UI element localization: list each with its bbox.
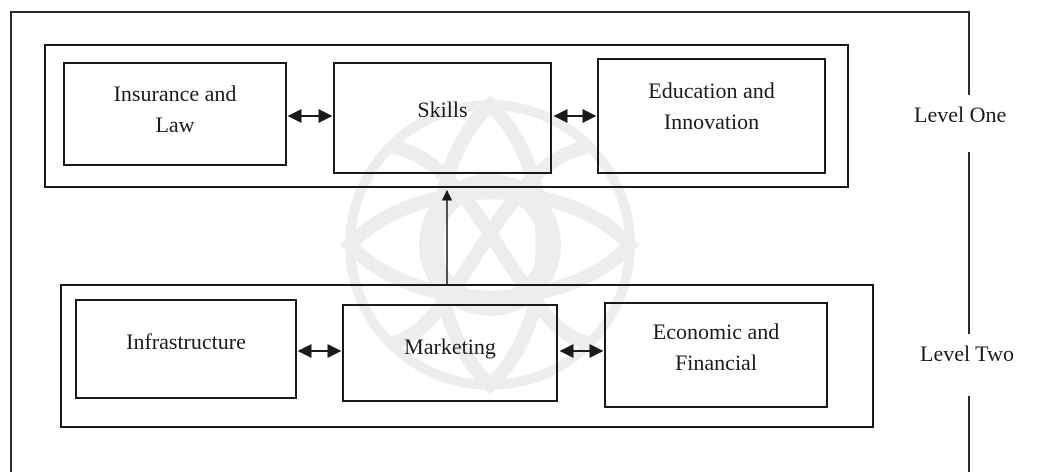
- frame-right-line: [968, 11, 970, 95]
- box-label-line: Marketing: [404, 334, 496, 359]
- level-two-label: Level Two: [920, 341, 1014, 366]
- box-label-line: Education and: [648, 78, 775, 103]
- level-two-group: [60, 284, 874, 428]
- infrastructure-box: Infrastructure: [75, 299, 297, 399]
- insurance-and-law-box: Insurance and Law: [63, 62, 287, 166]
- box-label-line: Infrastructure: [126, 329, 246, 354]
- skills-box: Skills: [333, 62, 552, 174]
- frame-right-line: [968, 396, 970, 472]
- frame-top-line: [10, 11, 969, 13]
- box-label-line: Financial: [675, 350, 757, 375]
- level-one-label: Level One: [914, 102, 1007, 127]
- box-label-line: Insurance and: [113, 81, 237, 106]
- marketing-box: Marketing: [342, 304, 558, 402]
- box-label-line: Economic and: [652, 319, 780, 344]
- box-label-line: Law: [155, 112, 195, 137]
- frame-right-line: [968, 152, 970, 334]
- box-label-line: Skills: [417, 97, 468, 122]
- frame-left-line: [10, 11, 12, 472]
- education-and-innovation-box: Education and Innovation: [597, 58, 826, 174]
- level-one-group: [44, 44, 849, 188]
- economic-and-financial-box: Economic and Financial: [604, 302, 828, 408]
- box-label-line: Innovation: [663, 109, 760, 134]
